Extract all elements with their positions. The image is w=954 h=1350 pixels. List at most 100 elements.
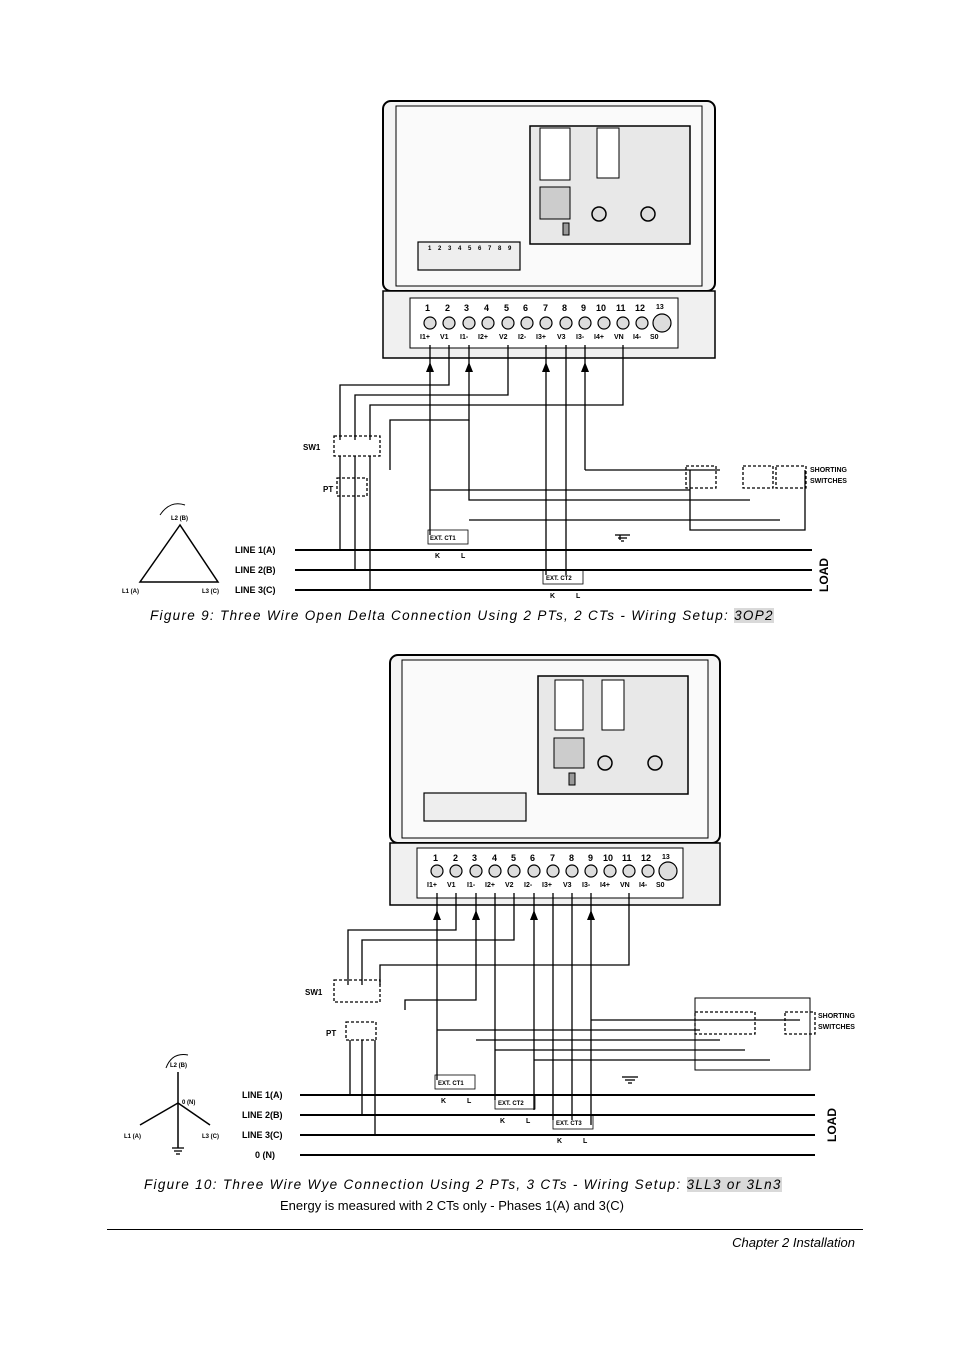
terminal-number: 4	[484, 303, 489, 313]
terminal-label: I2+	[485, 882, 495, 889]
neutral-label: 0 (N)	[255, 1150, 275, 1160]
ct1-k: K	[441, 1098, 446, 1105]
sw1-label: SW1	[303, 443, 321, 452]
sw1-label: SW1	[305, 988, 323, 997]
line-1-label: LINE 1(A)	[235, 545, 276, 555]
strip-number: 3	[448, 246, 452, 252]
terminal-number: 13	[662, 854, 670, 861]
figure-9-setup-code: 3OP2	[734, 608, 774, 623]
ct1-l: L	[461, 553, 466, 560]
terminal-label: VN	[620, 882, 630, 889]
ct1-label: EXT. CT1	[438, 1081, 464, 1087]
terminal-label: S0	[650, 334, 659, 341]
line-3-label: LINE 3(C)	[235, 585, 276, 595]
terminal-label: V3	[563, 882, 572, 889]
strip-number: 7	[488, 246, 492, 252]
terminal-label: I4+	[600, 882, 610, 889]
terminal-label: I1+	[420, 334, 430, 341]
figure-10-note: Energy is measured with 2 CTs only - Pha…	[280, 1198, 624, 1213]
line-2-label: LINE 2(B)	[235, 565, 276, 575]
footer-rule	[107, 1229, 863, 1230]
terminal-label: I1-	[467, 882, 476, 889]
strip-number: 8	[498, 246, 502, 252]
figure-10-setup-code: 3LL3 or 3Ln3	[686, 1177, 782, 1192]
figure-9-caption-text: Figure 9: Three Wire Open Delta Connecti…	[150, 608, 735, 623]
wye-center-label: 0 (N)	[182, 1100, 195, 1106]
terminal-number: 8	[562, 303, 567, 313]
figure-9-caption: Figure 9: Three Wire Open Delta Connecti…	[150, 608, 774, 623]
terminal-number: 3	[464, 303, 469, 313]
terminal-label: I3-	[582, 882, 591, 889]
terminal-number: 2	[453, 853, 458, 863]
load-label: LOAD	[817, 558, 831, 592]
ct2-label: EXT. CT2	[498, 1101, 524, 1107]
terminal-number: 12	[635, 303, 645, 313]
wye-top-label: L2 (B)	[170, 1063, 187, 1069]
shorting-label: SHORTING	[810, 467, 848, 474]
strip-number: 4	[458, 246, 462, 252]
terminal-label: I1+	[427, 882, 437, 889]
terminal-number: 8	[569, 853, 574, 863]
terminal-label: S0	[656, 882, 665, 889]
ct2-k: K	[550, 593, 555, 600]
ct1-l: L	[467, 1098, 472, 1105]
strip-number: 5	[468, 246, 472, 252]
ct2-l: L	[526, 1118, 531, 1125]
ct3-k: K	[557, 1138, 562, 1145]
wye-right-label: L3 (C)	[202, 1134, 219, 1140]
terminal-number: 7	[550, 853, 555, 863]
terminal-block: 1 2 3 4 5 6 7 8 9 10 11 12 13 I1+ V1 I1-…	[420, 303, 672, 341]
terminal-label: V1	[440, 334, 449, 341]
terminal-label: V1	[447, 882, 456, 889]
terminal-number: 1	[433, 853, 438, 863]
terminal-label: VN	[614, 334, 624, 341]
terminal-number: 3	[472, 853, 477, 863]
strip-number: 2	[438, 246, 442, 252]
terminal-number: 5	[511, 853, 516, 863]
ct3-label: EXT. CT3	[556, 1121, 582, 1127]
ct2-l: L	[576, 593, 581, 600]
terminal-number: 5	[504, 303, 509, 313]
terminal-number: 11	[622, 853, 632, 863]
switches-label: SWITCHES	[818, 1024, 855, 1031]
terminal-number: 2	[445, 303, 450, 313]
terminal-label: I2-	[518, 334, 527, 341]
terminal-number: 1	[425, 303, 430, 313]
terminal-number: 11	[616, 303, 626, 313]
figure-10-caption: Figure 10: Three Wire Wye Connection Usi…	[144, 1177, 782, 1192]
pt-label: PT	[323, 485, 333, 494]
wiring	[138, 345, 812, 591]
footer-chapter: Chapter 2 Installation	[732, 1235, 855, 1250]
wiring	[139, 893, 816, 1156]
strip-number: 9	[508, 246, 512, 252]
line-3-label: LINE 3(C)	[242, 1130, 283, 1140]
terminal-label: I3+	[536, 334, 546, 341]
terminal-label: I2-	[524, 882, 533, 889]
terminal-number: 9	[581, 303, 586, 313]
figure-10-diagram: 1 2 3 4 5 6 7 8 9 10 11 12 13 I1+ V1 I1-…	[124, 654, 856, 1160]
terminal-number: 6	[530, 853, 535, 863]
terminal-label: V3	[557, 334, 566, 341]
terminal-label: I4-	[639, 882, 648, 889]
terminal-number: 13	[656, 304, 664, 311]
terminal-number: 7	[543, 303, 548, 313]
delta-left-label: L1 (A)	[122, 589, 139, 595]
terminal-label: I3+	[542, 882, 552, 889]
terminal-label: I3-	[576, 334, 585, 341]
terminal-label: V2	[505, 882, 514, 889]
ct1-k: K	[435, 553, 440, 560]
wye-left-label: L1 (A)	[124, 1134, 141, 1140]
terminal-number: 9	[588, 853, 593, 863]
delta-right-label: L3 (C)	[202, 589, 219, 595]
switches-label: SWITCHES	[810, 478, 847, 485]
terminal-number: 12	[641, 853, 651, 863]
delta-top-label: L2 (B)	[171, 516, 188, 522]
terminal-label: V2	[499, 334, 508, 341]
figure-9-diagram: 1 2 3 4 5 6 7 8 9 1 2 3 4 5 6 7 8 9 10 1…	[122, 100, 848, 600]
current-arrows	[426, 362, 589, 372]
terminal-label: I2+	[478, 334, 488, 341]
aux-terminal-strip: 1 2 3 4 5 6 7 8 9	[428, 246, 512, 252]
shorting-label: SHORTING	[818, 1013, 856, 1020]
strip-number: 6	[478, 246, 482, 252]
current-arrows	[433, 910, 595, 920]
